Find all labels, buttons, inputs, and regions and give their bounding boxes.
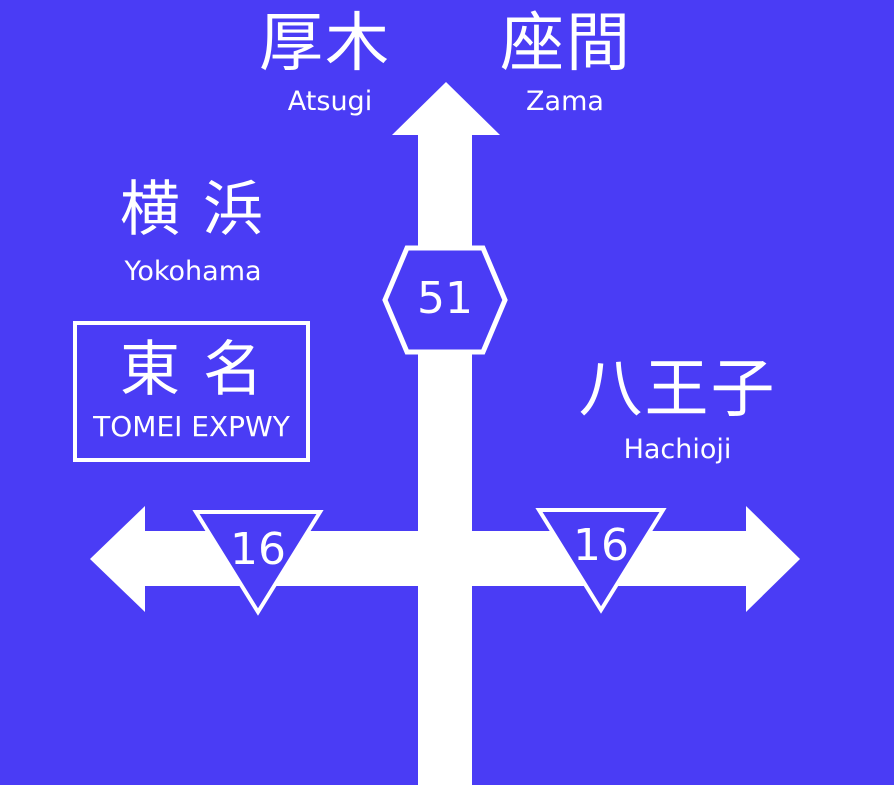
route-16-west-number: 16 [230,524,286,575]
left-arrow-icon [90,506,145,612]
triangle-shield-west-icon [192,510,324,616]
atsugi-label-jp: 厚木 [259,7,391,81]
route-16-east-number: 16 [573,520,629,571]
tomei-label-jp: 東 名 [119,335,266,405]
atsugi-label-en: Atsugi [287,86,373,117]
vertical-road-bar [418,130,472,785]
right-arrow-icon [746,506,800,612]
hachioji-label-en: Hachioji [623,434,732,465]
route-51-number: 51 [417,273,473,324]
zama-label-en: Zama [526,86,604,117]
tomei-expressway-box [73,321,310,462]
tomei-label-en: TOMEI EXPWY [93,410,290,443]
hachioji-label-jp: 八王子 [578,353,777,427]
zama-label-jp: 座間 [500,7,632,81]
hexagon-shield-icon [382,245,508,355]
up-arrow-icon [392,82,500,135]
triangle-shield-east-icon [535,508,667,614]
yokohama-label-jp: 横 浜 [119,175,266,245]
yokohama-label-en: Yokohama [124,256,262,287]
